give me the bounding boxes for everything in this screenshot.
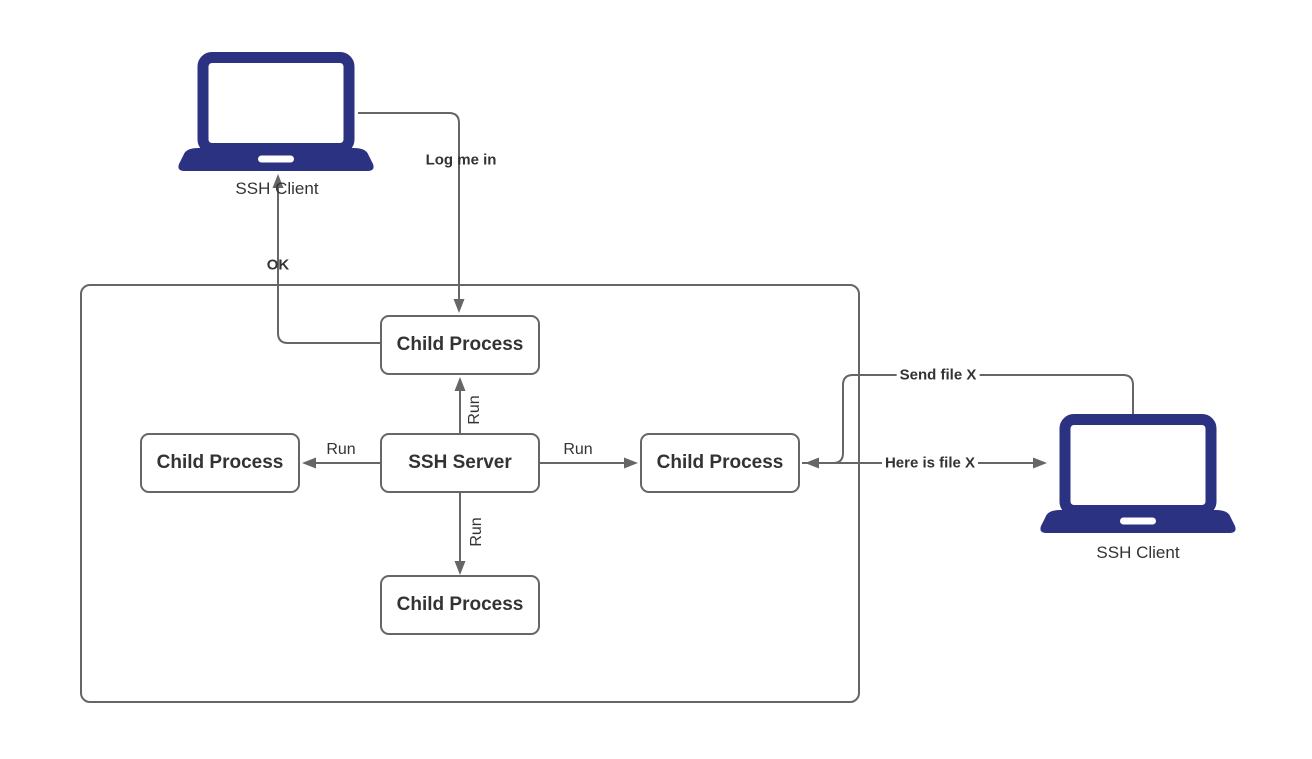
node-ssh-server: SSH Server — [380, 433, 540, 493]
ssh-client-right-label: SSH Client — [1096, 543, 1180, 562]
edge-run-bottom — [454, 493, 466, 575]
edge-label-ok: OK — [266, 256, 290, 274]
edge-label-run-bottom: Run — [468, 517, 485, 547]
edge-run-left — [302, 457, 380, 469]
node-child-process-top: Child Process — [380, 315, 540, 375]
node-child-process-left: Child Process — [140, 433, 300, 493]
edge-log-me-in — [358, 112, 465, 313]
server-boundary-box — [80, 284, 860, 703]
node-child-process-bottom: Child Process — [380, 575, 540, 635]
node-child-process-right: Child Process — [640, 433, 800, 493]
ssh-client-left-label: SSH Client — [235, 179, 319, 198]
edge-label-run-top: Run — [466, 395, 483, 425]
edge-label-here-is-file: Here is file X — [881, 454, 979, 472]
edge-run-right — [540, 457, 638, 469]
laptop-icon — [178, 52, 374, 171]
edge-label-log-me-in: Log me in — [425, 151, 497, 169]
edge-label-run-right: Run — [563, 441, 593, 458]
edge-label-run-left: Run — [326, 441, 356, 458]
laptop-icon — [1040, 414, 1236, 533]
edge-label-send-file: Send file X — [896, 366, 980, 384]
edge-run-top — [454, 377, 466, 433]
edge-ok — [272, 174, 380, 344]
